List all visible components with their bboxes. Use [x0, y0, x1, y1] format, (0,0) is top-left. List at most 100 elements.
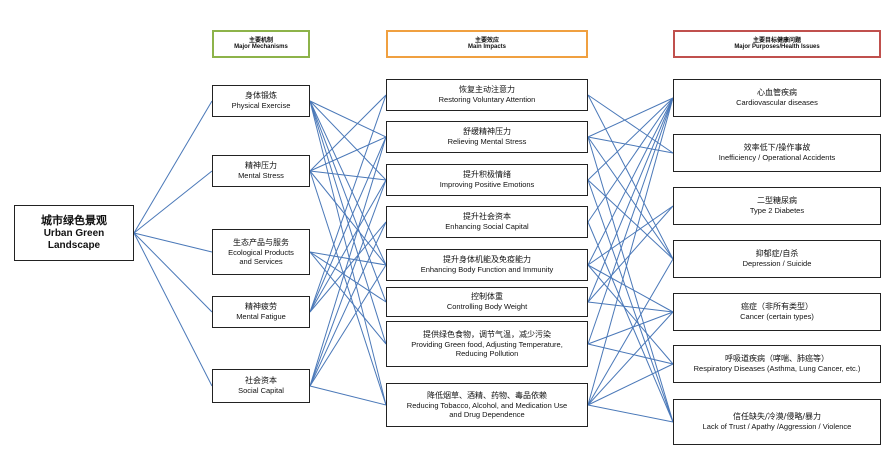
connector-mechanism-to-impact: [309, 94, 387, 313]
mechanism-zh: 精神压力: [245, 161, 277, 171]
purpose-zh: 效率低下/操作事故: [743, 143, 811, 153]
impact-zh: 降低烟草、酒精、药物、毒品依赖: [427, 390, 547, 400]
header-major-purposes: 主要目标健康问题 Major Purposes/Health Issues: [673, 30, 881, 58]
impact-green-food: 提供绿色食物，调节气温，减少污染 Providing Green food, A…: [386, 321, 588, 367]
connector-mechanism-to-impact: [309, 385, 387, 406]
mechanism-en-line2: and Services: [239, 257, 283, 266]
impact-body-function: 提升身体机能及免疫能力 Enhancing Body Function and …: [386, 249, 588, 281]
connector-impact-to-purpose: [587, 179, 674, 423]
impact-en: Reducing Tobacco, Alcohol, and Medicatio…: [406, 400, 568, 410]
purpose-en: Depression / Suicide: [742, 259, 812, 269]
connector-mechanism-to-impact: [309, 251, 387, 303]
mechanism-en: Social Capital: [238, 386, 284, 396]
connector-mechanism-to-impact: [309, 94, 387, 172]
purpose-en: Lack of Trust / Apathy /Aggression / Vio…: [702, 422, 852, 432]
connector-impact-to-purpose: [587, 97, 674, 345]
connector-impact-to-purpose: [587, 311, 674, 406]
purpose-zh: 信任缺失/冷漠/侵略/暴力: [732, 412, 822, 422]
mechanism-zh: 精神疲劳: [245, 302, 277, 312]
header-impacts-en: Main Impacts: [467, 44, 506, 50]
impact-zh: 控制体重: [471, 292, 503, 302]
connector-mechanism-to-impact: [309, 221, 387, 313]
mechanism-en: Ecological Products: [228, 247, 294, 257]
header-major-mechanisms: 主要机制 Major Mechanisms: [212, 30, 310, 58]
purpose-cardiovascular: 心血管疾病 Cardiovascular diseases: [673, 79, 881, 117]
connector-mechanism-to-impact: [309, 100, 387, 406]
connector-impact-to-purpose: [587, 97, 674, 138]
connector-impact-to-purpose: [587, 94, 674, 154]
purpose-en: Cancer (certain types): [740, 312, 814, 322]
mechanism-social-capital: 社会资本 Social Capital: [212, 369, 310, 403]
impact-en: Restoring Voluntary Attention: [438, 95, 536, 105]
connector-root-to-mechanism: [133, 170, 213, 234]
impact-en: Controlling Body Weight: [446, 302, 528, 312]
connector-mechanism-to-impact: [309, 100, 387, 345]
connector-impact-to-purpose: [587, 97, 674, 181]
connector-impact-to-purpose: [587, 136, 674, 260]
impact-zh: 提升积极情绪: [463, 170, 511, 180]
root-en-line1: Urban Green: [43, 227, 105, 239]
purpose-zh: 二型糖尿病: [757, 196, 797, 206]
connector-mechanism-to-impact: [309, 136, 387, 313]
purpose-en: Inefficiency / Operational Accidents: [718, 153, 836, 163]
impact-body-weight: 控制体重 Controlling Body Weight: [386, 287, 588, 317]
connector-mechanism-to-impact: [309, 251, 387, 345]
header-purposes-en: Major Purposes/Health Issues: [734, 44, 820, 50]
mechanism-ecological-products: 生态产品与服务 Ecological Products and Services: [212, 229, 310, 275]
purpose-zh: 心血管疾病: [757, 88, 797, 98]
mechanism-mental-stress: 精神压力 Mental Stress: [212, 155, 310, 187]
connector-root-to-mechanism: [133, 100, 213, 234]
purpose-en: Type 2 Diabetes: [749, 206, 805, 216]
mechanism-mental-fatigue: 精神疲劳 Mental Fatigue: [212, 296, 310, 328]
connector-mechanism-to-impact: [309, 136, 387, 172]
connector-impact-to-purpose: [587, 404, 674, 423]
purpose-zh: 癌症（非所有类型）: [741, 302, 813, 312]
root-urban-green-landscape: 城市绿色景观 Urban Green Landscape: [14, 205, 134, 261]
header-impacts-zh: 主要效应: [474, 36, 499, 44]
impact-en: Relieving Mental Stress: [447, 137, 527, 147]
mechanism-en: Mental Stress: [238, 171, 284, 181]
impact-relieving-stress: 舒缓精神压力 Relieving Mental Stress: [386, 121, 588, 153]
header-purposes-zh: 主要目标健康问题: [752, 36, 801, 44]
impact-zh: 提升身体机能及免疫能力: [443, 255, 531, 265]
purpose-depression: 抑郁症/自杀 Depression / Suicide: [673, 240, 881, 278]
purpose-en: Respiratory Diseases (Asthma, Lung Cance…: [693, 364, 861, 374]
connector-impact-to-purpose: [587, 97, 674, 223]
header-mechanisms-en: Major Mechanisms: [234, 44, 288, 50]
purpose-zh: 呼吸道疾病（哮喘、肺癌等）: [725, 354, 829, 364]
connector-impact-to-purpose: [587, 343, 674, 365]
connector-mechanism-to-impact: [309, 100, 387, 303]
header-main-impacts: 主要效应 Main Impacts: [386, 30, 588, 58]
connector-impact-to-purpose: [587, 205, 674, 303]
impact-reducing-dependence: 降低烟草、酒精、药物、毒品依赖 Reducing Tobacco, Alcoho…: [386, 383, 588, 427]
root-zh: 城市绿色景观: [41, 214, 107, 228]
impact-zh: 提供绿色食物，调节气温，减少污染: [423, 329, 551, 339]
connector-impact-to-purpose: [587, 97, 674, 406]
connector-impact-to-purpose: [587, 94, 674, 260]
impact-en: Improving Positive Emotions: [439, 180, 535, 190]
purpose-diabetes: 二型糖尿病 Type 2 Diabetes: [673, 187, 881, 225]
impact-social-capital: 提升社会资本 Enhancing Social Capital: [386, 206, 588, 238]
connector-mechanism-to-impact: [309, 179, 387, 313]
connector-impact-to-purpose: [587, 136, 674, 423]
purpose-zh: 抑郁症/自杀: [755, 249, 799, 259]
connector-root-to-mechanism: [133, 232, 213, 313]
connector-mechanism-to-impact: [309, 251, 387, 266]
mechanism-en: Mental Fatigue: [236, 312, 286, 322]
impact-zh: 舒缓精神压力: [463, 127, 511, 137]
connector-mechanism-to-impact: [309, 100, 387, 266]
connector-mechanism-to-impact: [309, 264, 387, 387]
mechanism-en: Physical Exercise: [231, 101, 291, 111]
connector-mechanism-to-impact: [309, 170, 387, 266]
impact-positive-emotions: 提升积极情绪 Improving Positive Emotions: [386, 164, 588, 196]
purpose-en: Cardiovascular diseases: [736, 98, 818, 108]
impact-en: Enhancing Social Capital: [445, 222, 529, 232]
connector-impact-to-purpose: [587, 311, 674, 345]
purpose-respiratory: 呼吸道疾病（哮喘、肺癌等） Respiratory Diseases (Asth…: [673, 345, 881, 383]
impact-en: Enhancing Body Function and Immunity: [420, 265, 554, 275]
mechanism-zh: 生态产品与服务: [233, 237, 289, 247]
connector-impact-to-purpose: [587, 205, 674, 266]
impact-en-line2: and Drug Dependence: [449, 410, 525, 419]
connector-mechanism-to-impact: [309, 221, 387, 387]
